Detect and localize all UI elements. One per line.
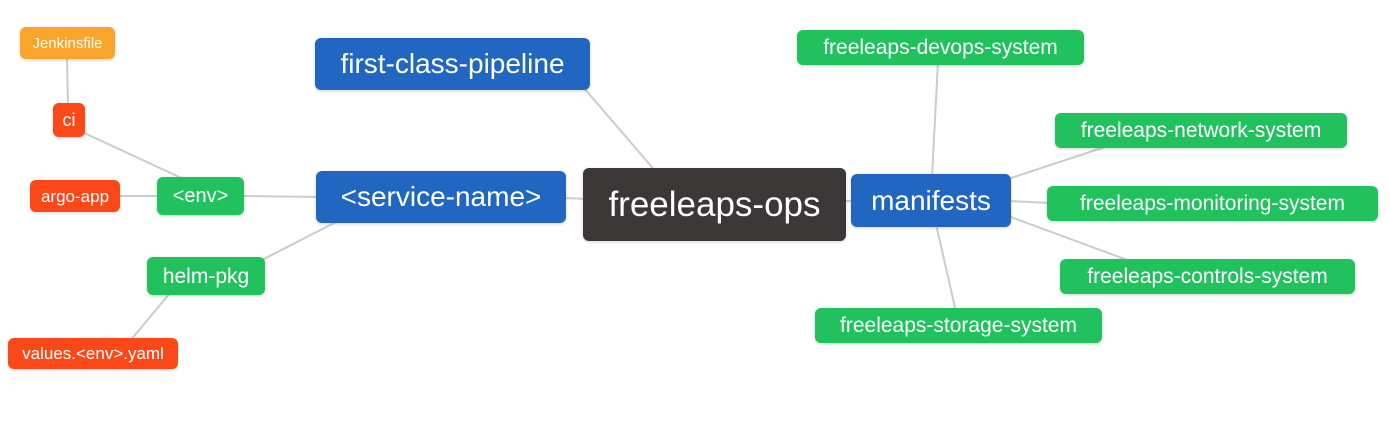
node-ci[interactable]: ci	[53, 103, 85, 137]
edge-jenkinsfile--ci	[66, 57, 69, 106]
edge-manifests--freeleaps-controls-system	[1007, 215, 1131, 262]
node-freeleaps-controls-system[interactable]: freeleaps-controls-system	[1060, 259, 1355, 294]
node-first-class-pipeline[interactable]: first-class-pipeline	[315, 38, 590, 90]
node-freeleaps-storage-system[interactable]: freeleaps-storage-system	[815, 308, 1102, 343]
edge-first-class-pipeline--freeleaps-ops	[583, 87, 658, 174]
node-manifests[interactable]: manifests	[851, 174, 1011, 227]
node-freeleaps-monitoring-system[interactable]: freeleaps-monitoring-system	[1047, 186, 1378, 221]
node-freeleaps-ops[interactable]: freeleaps-ops	[583, 168, 846, 241]
node-freeleaps-devops-system[interactable]: freeleaps-devops-system	[797, 30, 1084, 65]
node-helm-pkg[interactable]: helm-pkg	[147, 257, 265, 295]
edge-env--service-name	[241, 195, 321, 198]
node-freeleaps-network-system[interactable]: freeleaps-network-system	[1055, 113, 1347, 148]
edge-manifests--freeleaps-devops-system	[931, 61, 939, 178]
node-env[interactable]: <env>	[157, 177, 244, 215]
edge-helm-pkg--values-env-yaml	[129, 292, 171, 342]
edge-ci--env	[79, 130, 191, 183]
edge-manifests--freeleaps-storage-system	[935, 223, 957, 313]
node-jenkinsfile[interactable]: Jenkinsfile	[20, 27, 115, 59]
node-argo-app[interactable]: argo-app	[30, 180, 120, 212]
edge-service-name--helm-pkg	[257, 220, 339, 263]
node-values-env-yaml[interactable]: values.<env>.yaml	[8, 338, 178, 369]
node-service-name[interactable]: <service-name>	[316, 171, 566, 223]
edge-manifests--freeleaps-monitoring-system	[1007, 200, 1053, 204]
edge-manifests--freeleaps-network-system	[1007, 146, 1106, 180]
